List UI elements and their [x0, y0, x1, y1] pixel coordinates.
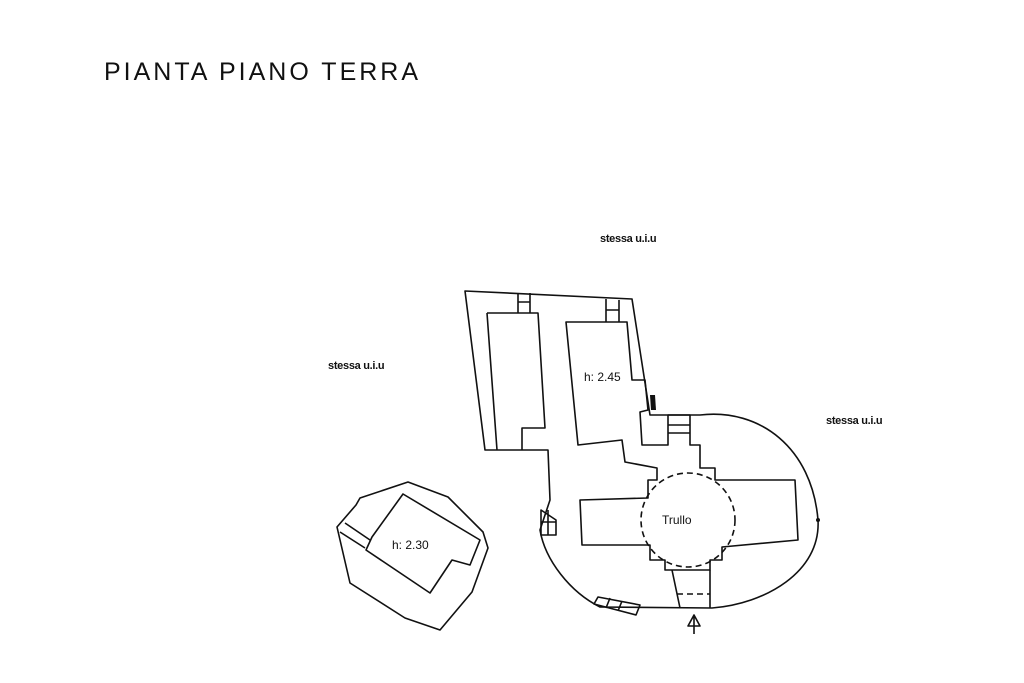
annex-room — [365, 493, 481, 594]
stairs-left — [540, 509, 557, 536]
door-mark — [650, 395, 656, 410]
plan-title: PIANTA PIANO TERRA — [104, 58, 422, 86]
survey-point — [816, 518, 820, 522]
neighbor-label-right: stessa u.i.u — [826, 415, 883, 427]
middle-room-height: h: 2.45 — [584, 370, 621, 384]
main-building-outline — [464, 290, 819, 609]
neighbor-label-left: stessa u.i.u — [328, 360, 385, 372]
annex-height: h: 2.30 — [392, 538, 429, 552]
stairs-bottom — [593, 596, 641, 616]
window-top-right — [605, 299, 620, 322]
annex-window — [339, 522, 371, 549]
neighbor-label-top: stessa u.i.u — [600, 233, 657, 245]
annex-outline — [336, 481, 489, 631]
middle-room — [565, 321, 799, 571]
left-room — [486, 312, 546, 451]
window-top-left — [517, 293, 531, 313]
entrance-passage — [671, 569, 711, 609]
entrance-arrow-icon — [687, 614, 701, 634]
trullo-label: Trullo — [662, 513, 692, 527]
trullo-dome — [640, 472, 736, 568]
window-middle — [668, 424, 690, 434]
